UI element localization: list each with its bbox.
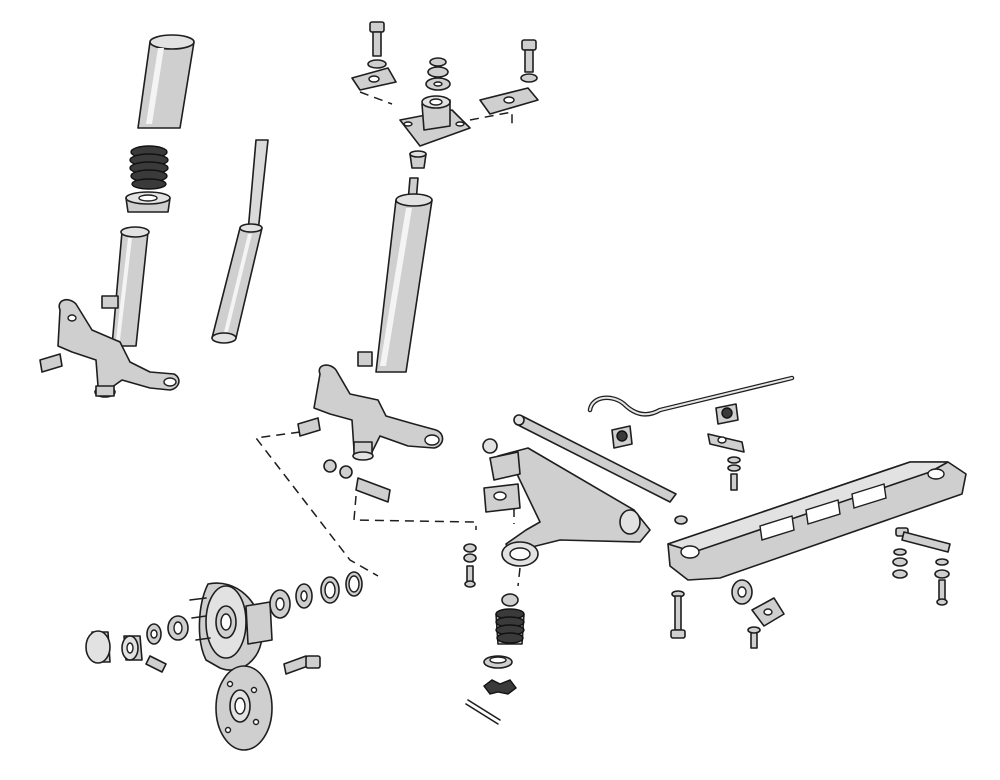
top-mount-bolt-right: [521, 39, 537, 73]
ball-joint-leader: [517, 567, 521, 587]
cotter-pin: [465, 699, 501, 725]
top-mount-washer-left: [367, 59, 387, 69]
strut-main: [357, 177, 433, 373]
inner-bearing-set: [269, 571, 363, 619]
ball-joint-ring-nut: [483, 655, 513, 669]
control-arm-leader: [353, 495, 515, 530]
mount-dashed-leader: [359, 91, 513, 124]
top-mount-nut-stack: [425, 57, 451, 91]
wheel-bearing-leader: [254, 431, 379, 577]
wheel-bolt: [283, 655, 321, 675]
control-arm: [489, 447, 651, 567]
crossmember: [667, 461, 967, 581]
control-arm-grommet: [482, 438, 498, 454]
lock-washer: [483, 679, 517, 695]
tie-rod: [513, 414, 677, 503]
locking-screw: [145, 655, 167, 673]
arm-bolt-stack: [463, 543, 477, 588]
crossmember-nut: [674, 515, 688, 525]
spring-seat: [125, 191, 171, 213]
link-hardware-left: [892, 548, 908, 579]
bump-stop-spring: [129, 145, 169, 190]
top-mount-bolt-left: [369, 21, 385, 57]
boot-sleeve: [137, 34, 195, 129]
shock-absorber-insert: [211, 139, 269, 344]
mount-plate-left: [351, 67, 397, 91]
hub-cap: [85, 630, 111, 664]
steering-knuckle-left: [39, 298, 180, 398]
mount-plate-right: [479, 87, 539, 115]
anti-roll-bar-bushing-right: [715, 403, 739, 425]
strut-top-mount: [399, 95, 471, 147]
hub-washer: [146, 623, 162, 645]
top-mount-washer-right: [520, 73, 538, 83]
brake-disc-hub: [215, 665, 273, 751]
control-arm-clamp: [483, 483, 521, 513]
mount-bushing: [409, 150, 427, 169]
outer-bearing: [167, 615, 189, 641]
crossmember-bolt-left: [670, 590, 686, 639]
hub-nut: [121, 635, 143, 661]
link-hardware-right: [934, 558, 950, 606]
ball-joint-nut-stack: [323, 459, 391, 503]
anti-roll-bar-bushing-left: [611, 425, 633, 449]
steering-knuckle-main: [297, 364, 444, 461]
wheel-hub: [189, 582, 273, 671]
anti-roll-bar: [587, 375, 795, 417]
clamp-nut-stack: [727, 456, 741, 491]
link-plate: [901, 531, 951, 553]
strut-tube-left: [101, 226, 150, 347]
rubber-mount: [731, 579, 753, 605]
anti-roll-bar-clamp: [707, 433, 745, 453]
mount-bracket: [751, 597, 785, 627]
ball-joint: [495, 593, 525, 645]
bracket-bolt: [747, 626, 761, 649]
